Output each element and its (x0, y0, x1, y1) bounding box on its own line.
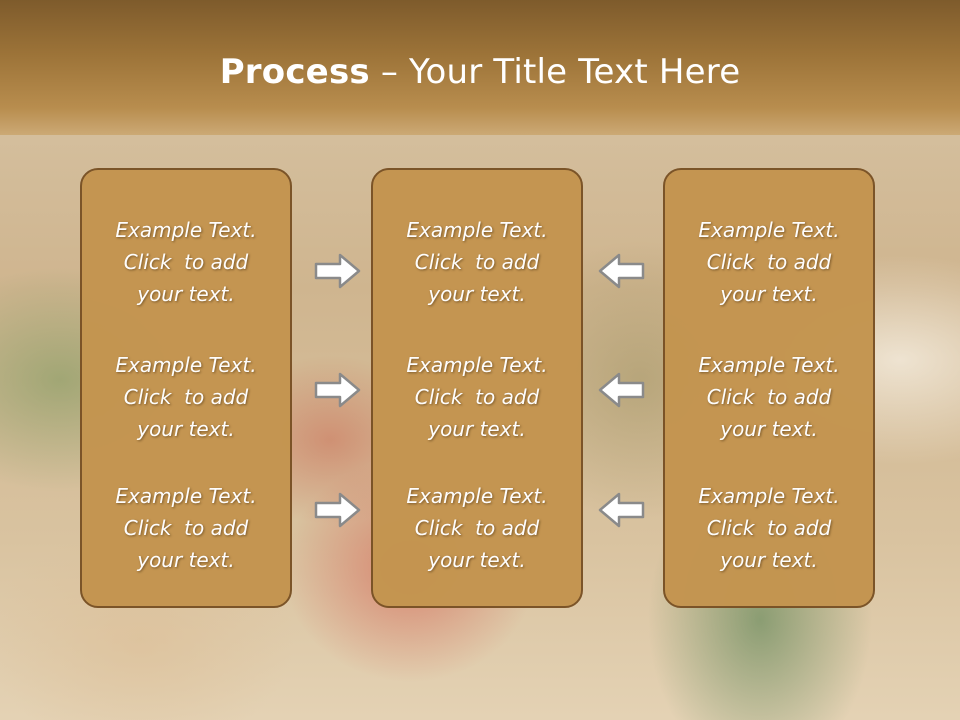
text-block[interactable]: Example Text. Click to add your text. (373, 214, 581, 310)
title-bold: Process (219, 52, 370, 92)
left-arrow-icon (598, 492, 645, 528)
text-line: Click to add (123, 516, 249, 540)
right-arrow-icon (314, 372, 361, 408)
text-line: your text. (428, 282, 526, 306)
text-line: Click to add (706, 516, 832, 540)
text-line: Example Text. (406, 353, 548, 377)
text-line: your text. (137, 282, 235, 306)
text-line: Click to add (414, 516, 540, 540)
text-line: your text. (428, 548, 526, 572)
slide-title[interactable]: Process – Your Title Text Here (0, 52, 960, 92)
text-line: Example Text. (115, 484, 257, 508)
text-block[interactable]: Example Text. Click to add your text. (665, 349, 873, 445)
process-panel-right[interactable]: Example Text. Click to add your text. Ex… (663, 168, 875, 608)
text-line: your text. (428, 417, 526, 441)
text-block[interactable]: Example Text. Click to add your text. (82, 480, 290, 576)
text-line: Click to add (706, 385, 832, 409)
left-arrow-icon (598, 372, 645, 408)
text-line: your text. (720, 417, 818, 441)
text-line: Click to add (123, 385, 249, 409)
text-line: Example Text. (406, 484, 548, 508)
text-line: Click to add (414, 250, 540, 274)
text-line: Click to add (706, 250, 832, 274)
process-panel-center[interactable]: Example Text. Click to add your text. Ex… (371, 168, 583, 608)
text-block[interactable]: Example Text. Click to add your text. (373, 480, 581, 576)
text-line: Click to add (123, 250, 249, 274)
text-block[interactable]: Example Text. Click to add your text. (665, 480, 873, 576)
title-band (0, 0, 960, 135)
text-line: Example Text. (698, 484, 840, 508)
text-block[interactable]: Example Text. Click to add your text. (82, 349, 290, 445)
left-arrow-icon (598, 253, 645, 289)
right-arrow-icon (314, 253, 361, 289)
text-line: Example Text. (698, 218, 840, 242)
text-line: your text. (137, 548, 235, 572)
text-line: your text. (720, 282, 818, 306)
text-line: Example Text. (406, 218, 548, 242)
text-line: Click to add (414, 385, 540, 409)
text-line: Example Text. (698, 353, 840, 377)
title-rest: – Your Title Text Here (369, 52, 741, 92)
right-arrow-icon (314, 492, 361, 528)
text-line: Example Text. (115, 218, 257, 242)
text-block[interactable]: Example Text. Click to add your text. (373, 349, 581, 445)
text-line: your text. (720, 548, 818, 572)
process-panel-left[interactable]: Example Text. Click to add your text. Ex… (80, 168, 292, 608)
text-block[interactable]: Example Text. Click to add your text. (665, 214, 873, 310)
text-line: Example Text. (115, 353, 257, 377)
text-line: your text. (137, 417, 235, 441)
text-block[interactable]: Example Text. Click to add your text. (82, 214, 290, 310)
